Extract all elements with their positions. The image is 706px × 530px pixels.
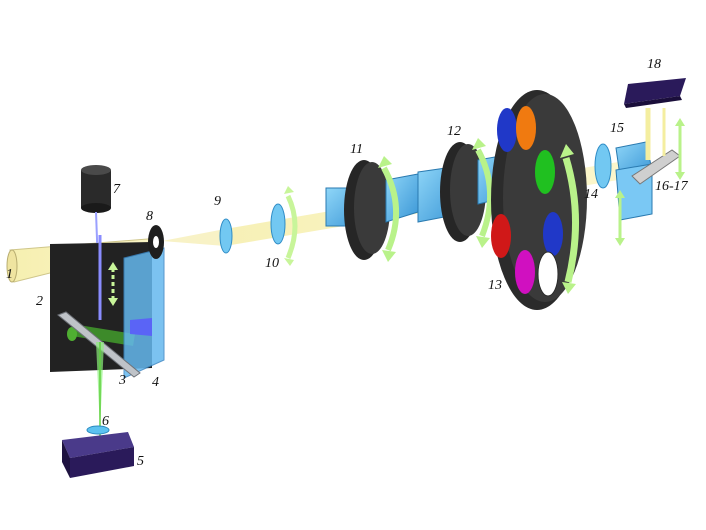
label-13: 13 [488, 278, 502, 293]
lens-10 [270, 186, 298, 266]
lamp-cylinder-7 [81, 165, 111, 321]
label-15: 15 [610, 121, 624, 136]
filter-red [491, 214, 511, 258]
label-3: 3 [118, 373, 126, 388]
label-14: 14 [584, 187, 598, 202]
filter-blue-top [497, 108, 517, 152]
polarizer-mount-11 [325, 156, 419, 262]
filter-open [537, 251, 559, 297]
blue-plate-4 [123, 247, 165, 379]
filter-magenta [515, 250, 535, 294]
label-12: 12 [447, 124, 461, 139]
filter-orange [516, 106, 536, 150]
detector-plate-18 [624, 78, 686, 108]
green-beam [96, 342, 104, 440]
label-9: 9 [214, 194, 221, 209]
translation-arrow-panel [108, 262, 118, 306]
label-5: 5 [137, 454, 144, 469]
polarizer-mount-12 [417, 138, 513, 248]
label-10: 10 [265, 256, 279, 271]
label-8: 8 [146, 209, 153, 224]
lens-6 [86, 425, 110, 435]
filter-blue-bottom [543, 212, 563, 256]
lens-14 [594, 143, 612, 189]
label-1: 1 [6, 267, 13, 282]
label-4: 4 [152, 375, 159, 390]
label-16-17: 16-17 [655, 179, 689, 194]
filter-wheel-13 [491, 90, 587, 310]
lens-9 [219, 218, 233, 254]
aperture-8 [148, 225, 164, 259]
detector-box-5 [62, 432, 134, 478]
label-18: 18 [647, 57, 661, 72]
label-2: 2 [36, 294, 43, 309]
label-6: 6 [102, 414, 109, 429]
label-7: 7 [113, 182, 121, 197]
mirror-assembly-16-17 [615, 108, 685, 246]
filter-green [535, 150, 555, 194]
label-11: 11 [350, 142, 363, 157]
